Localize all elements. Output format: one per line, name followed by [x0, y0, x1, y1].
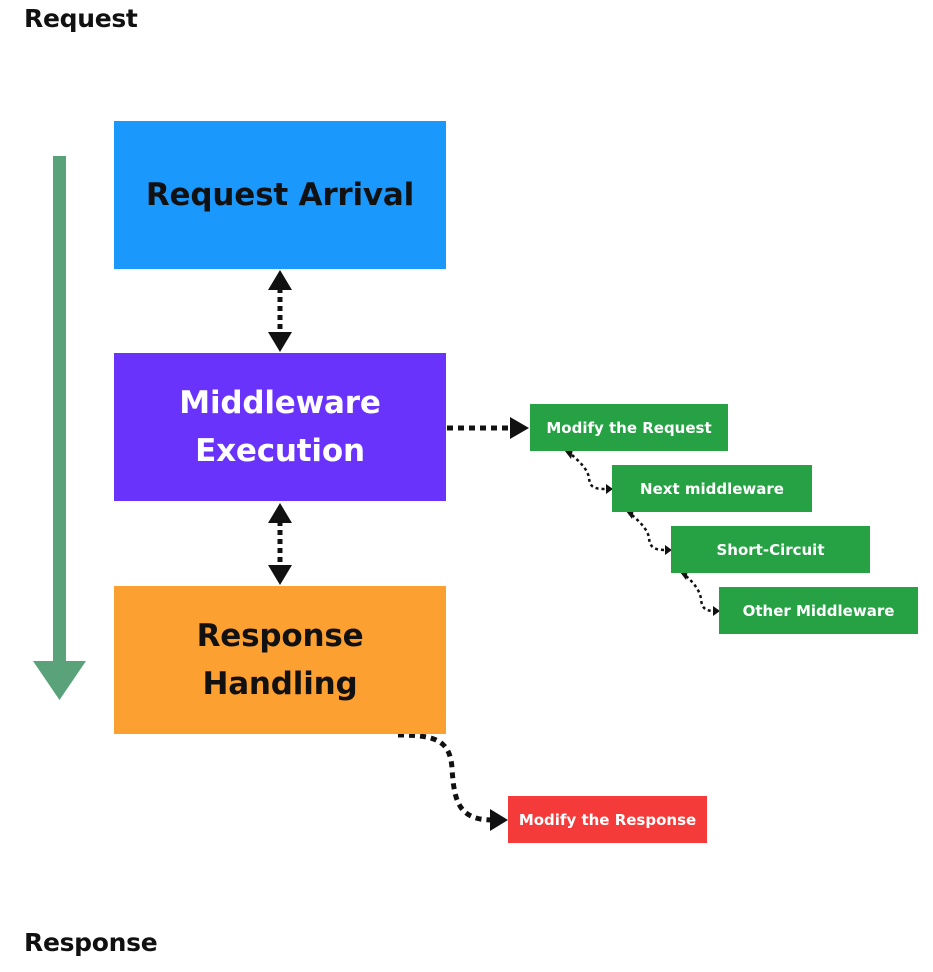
- connector-response-modify: [397, 732, 508, 831]
- flow-arrow: [33, 156, 86, 700]
- request-arrival-text: Request Arrival: [145, 177, 415, 213]
- middleware-step-next-middleware: Next middleware: [612, 465, 812, 512]
- middleware-step-label: Other Middleware: [742, 601, 895, 620]
- middleware-execution-box: Middleware Execution: [114, 353, 446, 501]
- modify-response-text: Modify the Response: [518, 810, 697, 829]
- connector-step-1-2: [565, 449, 613, 494]
- middleware-execution-text-line1: Middleware: [179, 385, 381, 421]
- modify-response-box: Modify the Response: [508, 796, 707, 843]
- connector-middleware-modify-request: [447, 417, 529, 439]
- middleware-step-label: Short-Circuit: [716, 540, 825, 559]
- middleware-step-other-middleware: Other Middleware: [719, 587, 918, 634]
- middleware-step-label: Next middleware: [640, 479, 784, 498]
- connector-request-middleware: [268, 270, 292, 352]
- connector-middleware-response: [268, 503, 292, 585]
- connector-step-2-3: [626, 509, 672, 555]
- middleware-step-modify-request: Modify the Request: [530, 404, 728, 451]
- response-handling-text-line2: Handling: [202, 666, 358, 702]
- request-arrival-box: Request Arrival: [114, 121, 446, 269]
- middleware-execution-text-line2: Execution: [195, 433, 365, 469]
- middleware-step-label: Modify the Request: [546, 418, 712, 437]
- middleware-step-short-circuit: Short-Circuit: [671, 526, 870, 573]
- response-handling-text-line1: Response: [196, 618, 364, 654]
- connector-step-3-4: [680, 570, 720, 616]
- request-label: Request: [24, 4, 138, 33]
- response-label: Response: [24, 928, 158, 957]
- response-handling-box: Response Handling: [114, 586, 446, 734]
